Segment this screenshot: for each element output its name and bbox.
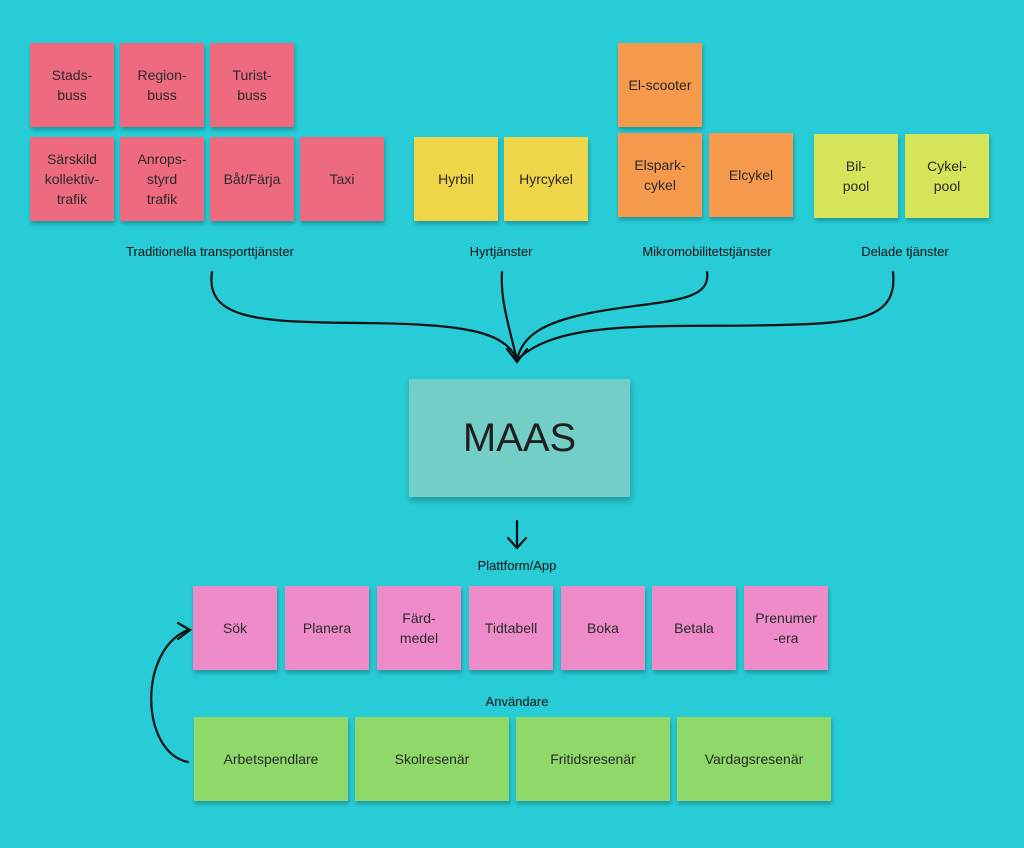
note-sarskild-kollektivtrafik[interactable]: Särskild kollektiv- trafik (30, 137, 114, 221)
arrow-shared-to-maas (515, 270, 895, 362)
note-bilpool[interactable]: Bil- pool (814, 134, 898, 218)
note-hyrbil[interactable]: Hyrbil (414, 137, 498, 221)
arrow-micromobility-to-maas (515, 270, 709, 362)
arrowhead-maas (505, 347, 529, 364)
note-hyrcykel[interactable]: Hyrcykel (504, 137, 588, 221)
arrow-traditional-to-maas (210, 270, 519, 362)
arrowhead-platform (506, 536, 528, 550)
note-cykelpool[interactable]: Cykel- pool (905, 134, 989, 218)
group-label-micromobility: Mikromobilitetstjänster (642, 244, 772, 259)
note-boka[interactable]: Boka (561, 586, 645, 670)
note-tidtabell[interactable]: Tidtabell (469, 586, 553, 670)
note-fardmedel[interactable]: Färd- medel (377, 586, 461, 670)
note-elsparkcykel[interactable]: Elspark- cykel (618, 133, 702, 217)
arrowhead-users-loop (176, 621, 192, 641)
arrow-users-to-platform (150, 628, 190, 764)
group-label-shared: Delade tjänster (861, 244, 949, 259)
note-elcykel[interactable]: Elcykel (709, 133, 793, 217)
note-fritidsresenar[interactable]: Fritidsresenär (516, 717, 670, 801)
note-stadsbuss[interactable]: Stads- buss (30, 43, 114, 127)
note-sok[interactable]: Sök (193, 586, 277, 670)
arrow-rental-to-maas (500, 270, 519, 362)
note-prenumerera[interactable]: Prenumer -era (744, 586, 828, 670)
group-label-rental: Hyrtjänster (469, 244, 533, 259)
note-el-scooter[interactable]: El-scooter (618, 43, 702, 127)
note-vardagsresenar[interactable]: Vardagsresenär (677, 717, 831, 801)
users-label: Användare (485, 694, 549, 709)
group-label-traditional: Traditionella transporttjänster (126, 244, 294, 259)
note-bat-farja[interactable]: Båt/Färja (210, 137, 294, 221)
note-taxi[interactable]: Taxi (300, 137, 384, 221)
note-arbetspendlare[interactable]: Arbetspendlare (194, 717, 348, 801)
note-betala[interactable]: Betala (652, 586, 736, 670)
note-regionbuss[interactable]: Region- buss (120, 43, 204, 127)
note-turistbuss[interactable]: Turist- buss (210, 43, 294, 127)
platform-label: Plattform/App (477, 558, 557, 573)
maas-box[interactable]: MAAS (409, 379, 630, 497)
note-skolresenar[interactable]: Skolresenär (355, 717, 509, 801)
note-planera[interactable]: Planera (285, 586, 369, 670)
note-anropsstyrd-trafik[interactable]: Anrops- styrd trafik (120, 137, 204, 221)
